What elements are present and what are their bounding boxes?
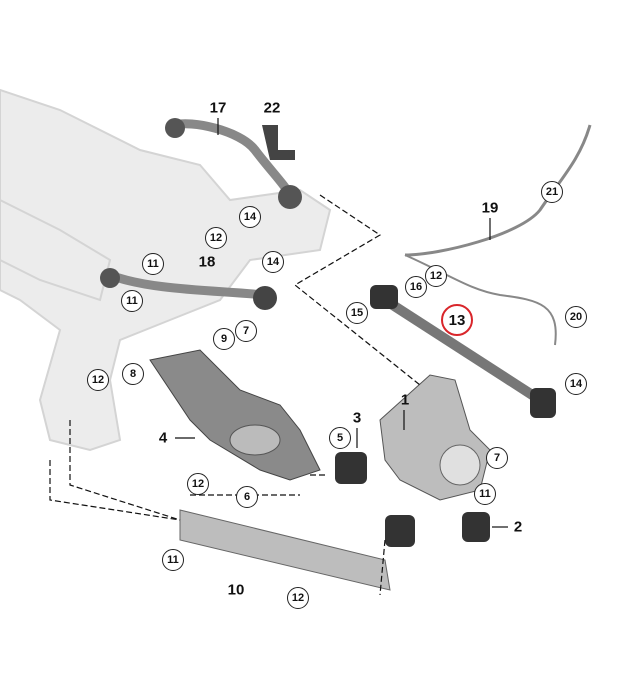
callout-5[interactable]: 5 [329,427,351,449]
callout-11[interactable]: 11 [121,290,143,312]
part-label-1: 1 [400,391,410,409]
part-label-3: 3 [352,409,362,427]
callout-11[interactable]: 11 [474,483,496,505]
link-10 [179,509,391,591]
control-arm-13 [382,295,543,405]
callout-9[interactable]: 9 [213,328,235,350]
callout-20[interactable]: 20 [565,306,587,328]
callout-12[interactable]: 12 [425,265,447,287]
subframe [0,88,332,452]
callout-8[interactable]: 8 [122,363,144,385]
part-label-10: 10 [227,581,245,599]
sensor-cable-19 [404,124,592,257]
callout-16[interactable]: 16 [405,276,427,298]
callout-14[interactable]: 14 [262,251,284,273]
upper-arm-17 [170,119,295,200]
part-label-18: 18 [198,253,216,271]
callout-14[interactable]: 14 [565,373,587,395]
callout-11[interactable]: 11 [142,253,164,275]
part-label-22: 22 [263,99,281,117]
part-label-17: 17 [209,99,227,117]
lower-arm-4 [149,349,321,481]
callout-15[interactable]: 15 [346,302,368,324]
callout-6[interactable]: 6 [236,486,258,508]
callout-12[interactable]: 12 [287,587,309,609]
callout-7[interactable]: 7 [235,320,257,342]
callout-12[interactable]: 12 [187,473,209,495]
callout-12[interactable]: 12 [205,227,227,249]
part-label-2: 2 [513,518,523,536]
callout-21[interactable]: 21 [541,181,563,203]
callout-7[interactable]: 7 [486,447,508,469]
part-label-19: 19 [481,199,499,217]
callout-11[interactable]: 11 [162,549,184,571]
part-label-4: 4 [158,429,168,447]
callout-13-highlighted[interactable]: 13 [441,304,473,336]
callout-14[interactable]: 14 [239,206,261,228]
callout-12[interactable]: 12 [87,369,109,391]
wheel-carrier-1 [379,374,491,501]
